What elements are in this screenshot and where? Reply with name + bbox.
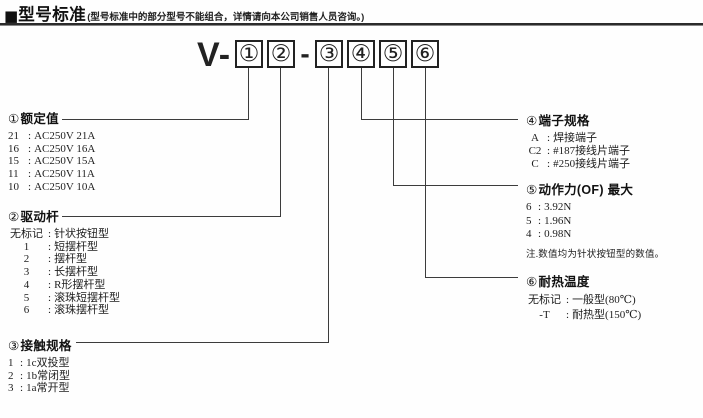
list-item: 16:AC250V 16A	[8, 142, 96, 155]
model-prefix: V-	[197, 36, 232, 74]
list-item: 21:AC250V 21A	[8, 130, 96, 142]
list-item: 4:0.98N	[526, 228, 572, 241]
section-operating-force: ⑤动作力(OF) 最大 6:3.92N 5:1.96N 4:0.98N 注.数值…	[526, 179, 664, 260]
section-title: ②驱动杆	[8, 209, 59, 224]
model-dash: -	[300, 38, 310, 69]
list-item: 6:3.92N	[526, 201, 572, 213]
list-item: 无标记:针状按钮型	[10, 228, 110, 240]
section-actuator: ②驱动杆 无标记:针状按钮型 1:短摆杆型 2:摆杆型 3:长摆杆型 4:R形摆…	[8, 206, 120, 317]
model-code-row: ① ② - ③ ④ ⑤ ⑥	[235, 38, 439, 69]
list-item: 5:滚珠短摆杆型	[23, 291, 121, 304]
model-digit-box-6: ⑥	[411, 40, 439, 68]
connector-line-6	[425, 68, 518, 278]
connector-line-3	[76, 68, 329, 343]
circled-4-icon: ④	[526, 113, 538, 128]
page-subtitle: (型号标准中的部分型号不能组合，详情请向本公司销售人员咨询。)	[87, 12, 365, 23]
list-item: 无标记:一般型(80℃)	[528, 294, 636, 306]
operating-force-note: 注.数值均为针状按钮型的数值。	[526, 249, 665, 260]
circled-5-icon: ⑤	[526, 182, 538, 197]
connector-line-5	[393, 68, 518, 186]
list-item: C:#250接线片端子	[531, 158, 631, 170]
circled-6-icon: ⑥	[526, 274, 538, 289]
page-title: 型号标准	[18, 6, 87, 24]
circled-2-icon: ②	[8, 209, 20, 224]
list-item: 1:1c双投型	[8, 357, 70, 369]
connector-line-1	[62, 68, 249, 120]
list-item: 10:AC250V 10A	[8, 180, 96, 193]
list-item: 3:1a常开型	[8, 382, 70, 395]
list-item: 3:长摆杆型	[23, 266, 99, 279]
list-item: 5:1.96N	[526, 214, 572, 227]
circled-1-icon: ①	[8, 111, 20, 126]
section-contact-spec: ③接触规格 1:1c双投型 2:1b常闭型 3:1a常开型	[8, 335, 72, 395]
list-item: 11:AC250V 11A	[8, 168, 95, 181]
list-item: A:焊接端子	[531, 132, 598, 144]
section-terminal-spec: ④端子规格 A:焊接端子 C2:#187接线片端子 C:#250接线片端子	[526, 110, 630, 171]
model-digit-box-5: ⑤	[379, 40, 407, 68]
connector-line-4	[361, 68, 518, 120]
section-rated-value: ①额定值 21:AC250V 21A 16:AC250V 16A 15:AC25…	[8, 108, 95, 194]
square-bullet-icon: ■	[4, 7, 19, 25]
list-item: 4:R形摆杆型	[23, 278, 106, 291]
list-item: 15:AC250V 15A	[8, 155, 96, 168]
model-digit-box-4: ④	[347, 40, 375, 68]
model-digit-box-1: ①	[235, 40, 263, 68]
list-item: -T:耐热型(150℃)	[539, 308, 642, 321]
section-title: ⑤动作力(OF) 最大	[526, 182, 634, 197]
model-digit-box-3: ③	[315, 40, 343, 68]
model-digit-box-2: ②	[267, 40, 295, 68]
section-heat-resistance: ⑥耐热温度 无标记:一般型(80℃) -T:耐热型(150℃)	[526, 271, 641, 322]
header-rule	[0, 23, 703, 26]
list-item: 2:1b常闭型	[8, 369, 71, 382]
connector-line-2	[62, 68, 281, 217]
section-title: ③接触规格	[8, 338, 72, 353]
section-title: ①额定值	[8, 111, 59, 126]
page-header: ■型号标准(型号标准中的部分型号不能组合，详情请向本公司销售人员咨询。)	[4, 1, 364, 25]
list-item: 6:滚珠摆杆型	[23, 304, 110, 317]
section-title: ④端子规格	[526, 113, 590, 128]
circled-3-icon: ③	[8, 338, 20, 353]
list-item: C2:#187接线片端子	[528, 145, 631, 157]
section-title: ⑥耐热温度	[526, 274, 590, 289]
list-item: 1:短摆杆型	[23, 240, 99, 253]
list-item: 2:摆杆型	[23, 253, 88, 266]
